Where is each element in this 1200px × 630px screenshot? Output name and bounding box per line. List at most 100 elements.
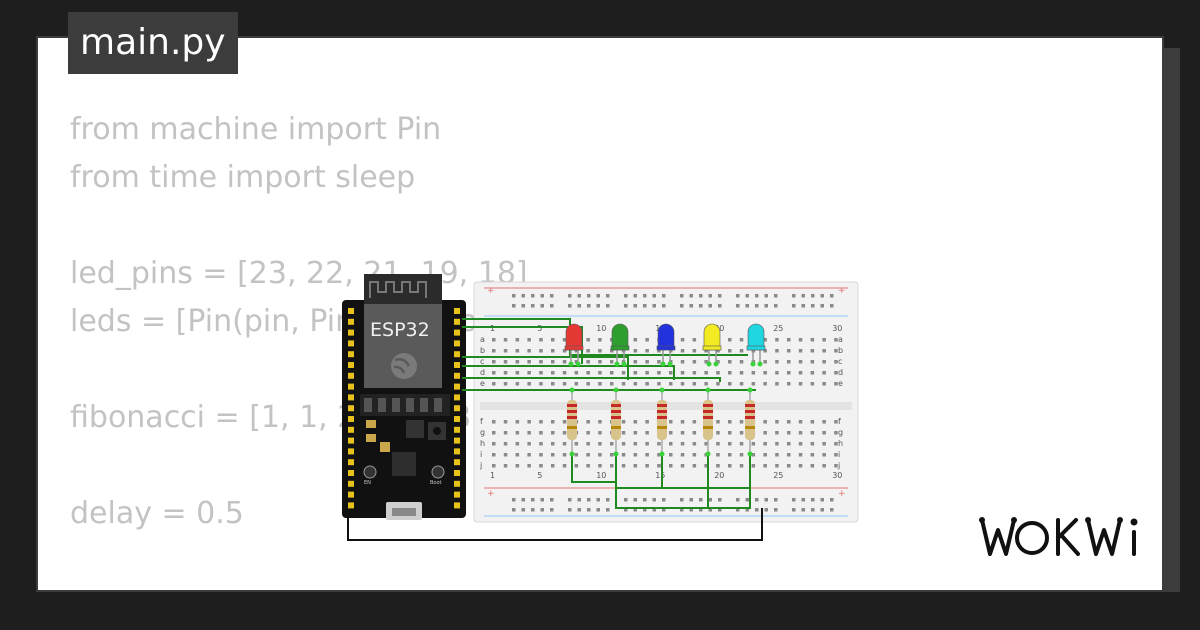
header-pin: [348, 459, 354, 466]
wire-blue: [462, 365, 675, 380]
header-pin: [348, 372, 354, 379]
led-green[interactable]: [610, 323, 630, 367]
header-pin: [454, 491, 460, 498]
code-line: delay = 0.5: [70, 496, 244, 531]
row-letter: a: [480, 335, 485, 344]
header-pin: [454, 426, 460, 433]
header-pin: [454, 448, 460, 455]
row-letter: b: [838, 346, 843, 355]
header-pin: [454, 372, 460, 379]
column-number: 10: [596, 471, 606, 480]
file-tab[interactable]: main.py: [68, 12, 238, 74]
header-pin: [348, 426, 354, 433]
esp32-board[interactable]: ESP32 EN Boot: [342, 274, 466, 520]
row-letter: h: [838, 439, 843, 448]
header-pin: [348, 470, 354, 476]
column-number: 25: [773, 324, 783, 333]
header-pin: [348, 383, 354, 390]
row-letter: d: [838, 368, 843, 377]
row-letter: f: [838, 417, 841, 426]
esp32-pins: [348, 308, 460, 509]
header-pin: [454, 329, 460, 336]
row-letter: c: [480, 357, 484, 366]
header-pin: [348, 491, 354, 498]
header-pin: [454, 308, 460, 314]
code-line: from time import sleep: [70, 160, 416, 195]
column-number: 1: [490, 324, 495, 333]
column-number: 1: [490, 471, 495, 480]
header-pin: [454, 362, 460, 368]
led-group: [564, 323, 766, 367]
header-pin: [454, 351, 460, 358]
wire-red: [462, 326, 583, 364]
column-number: 5: [537, 324, 542, 333]
header-pin: [454, 459, 460, 466]
code-line: from machine import Pin: [70, 112, 442, 147]
row-letter: i: [480, 450, 482, 459]
row-letter: d: [480, 368, 485, 377]
header-pin: [454, 437, 460, 444]
header-pin: [348, 329, 354, 336]
header-pin: [348, 362, 354, 368]
plus-sign-bottom-right: +: [838, 489, 846, 499]
wire-res-2: [615, 452, 751, 509]
code-line: led_pins = [23, 22, 21, 19, 18]: [70, 256, 528, 291]
resistor[interactable]: [703, 387, 713, 457]
plus-sign-bottom-left: +: [487, 489, 495, 499]
column-number: 20: [714, 471, 724, 480]
resistor[interactable]: [611, 387, 621, 457]
row-letter: e: [838, 379, 843, 388]
header-pin: [348, 340, 354, 347]
led-cyan[interactable]: [746, 323, 766, 367]
resistor[interactable]: [567, 387, 577, 457]
header-pin: [348, 394, 354, 401]
row-letter: a: [838, 335, 843, 344]
header-pin: [348, 308, 354, 314]
header-pin: [454, 318, 460, 325]
esp32-label: ESP32: [370, 319, 430, 341]
bottom-background: [0, 592, 1200, 630]
column-number: 10: [596, 324, 606, 333]
header-pin: [348, 416, 354, 422]
header-pin: [348, 437, 354, 444]
row-letter: b: [480, 346, 485, 355]
header-pin: [348, 502, 354, 509]
led-blue[interactable]: [656, 323, 676, 367]
row-letter: i: [838, 450, 840, 459]
column-number: 30: [832, 471, 842, 480]
header-pin: [348, 318, 354, 325]
header-pin: [454, 340, 460, 347]
header-pin: [454, 480, 460, 487]
column-number: 25: [773, 471, 783, 480]
row-letter: e: [480, 379, 485, 388]
row-letter: g: [480, 428, 485, 437]
header-pin: [454, 405, 460, 412]
row-letter: j: [479, 461, 482, 470]
resistor-group: [567, 387, 755, 457]
header-pin: [454, 383, 460, 390]
header-pin: [348, 351, 354, 358]
wire-ground-black: [347, 508, 763, 541]
wire-res-1: [571, 452, 616, 483]
row-letter: c: [838, 357, 842, 366]
row-letter: h: [480, 439, 485, 448]
wokwi-logo: [979, 517, 1138, 556]
header-pin: [348, 480, 354, 487]
row-letter: g: [838, 428, 843, 437]
resistor[interactable]: [657, 387, 667, 457]
led-yellow[interactable]: [702, 323, 722, 367]
wire-yellow: [462, 377, 721, 382]
row-letter: j: [837, 461, 840, 470]
column-number: 30: [832, 324, 842, 333]
row-letter: f: [480, 417, 483, 426]
resistor[interactable]: [745, 387, 755, 457]
header-pin: [454, 394, 460, 401]
en-button-label: EN: [364, 480, 371, 486]
wire-green: [462, 356, 629, 380]
header-pin: [348, 448, 354, 455]
column-number: 15: [655, 471, 665, 480]
wires: [462, 318, 756, 509]
led-red[interactable]: [564, 323, 584, 367]
plus-sign-top-left: +: [487, 286, 495, 296]
header-pin: [348, 405, 354, 412]
